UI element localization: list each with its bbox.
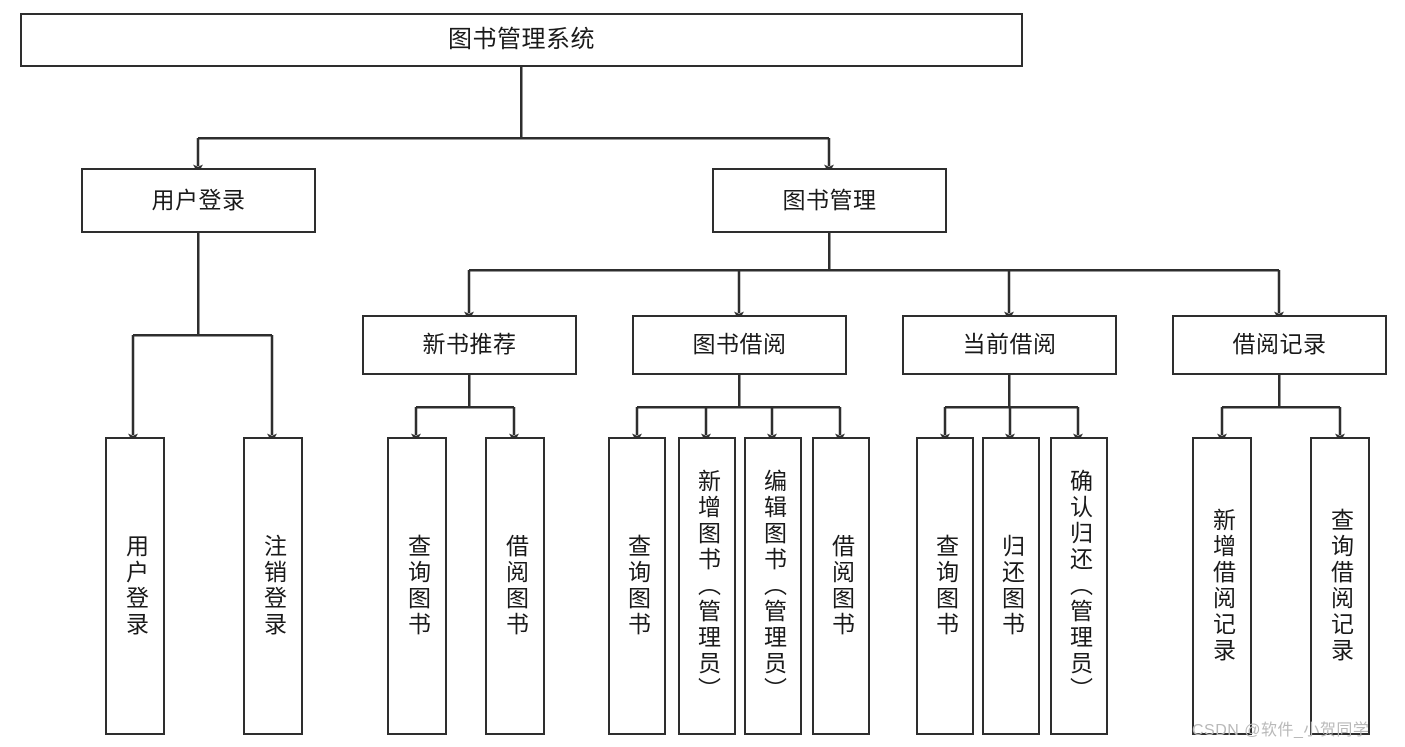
node-user-login: 用户登录: [81, 168, 316, 233]
node-label: 归还图书: [998, 534, 1025, 638]
node-leaf-cb-confirm: 确认归还（管理员）: [1050, 437, 1108, 735]
node-new-book-rec: 新书推荐: [362, 315, 577, 375]
node-label: 查询图书: [404, 534, 431, 638]
node-label: 查询图书: [624, 534, 651, 638]
node-label: 编辑图书（管理员）: [760, 469, 787, 703]
node-leaf-cb-query: 查询图书: [916, 437, 974, 735]
node-label: 确认归还（管理员）: [1066, 469, 1093, 703]
node-leaf-bb-query: 查询图书: [608, 437, 666, 735]
node-leaf-user-login: 用户登录: [105, 437, 165, 735]
node-label: 查询图书: [932, 534, 959, 638]
node-leaf-cb-return: 归还图书: [982, 437, 1040, 735]
node-current-borrow: 当前借阅: [902, 315, 1117, 375]
node-label: 用户登录: [151, 186, 246, 213]
node-label: 查询借阅记录: [1327, 508, 1354, 664]
node-leaf-br-query: 查询借阅记录: [1310, 437, 1370, 735]
node-label: 新书推荐: [422, 331, 517, 358]
node-label: 借阅图书: [828, 534, 855, 638]
node-label: 借阅记录: [1232, 331, 1327, 358]
node-leaf-bb-borrow: 借阅图书: [812, 437, 870, 735]
node-borrow-record: 借阅记录: [1172, 315, 1387, 375]
node-book-manage: 图书管理: [712, 168, 947, 233]
node-label: 当前借阅: [962, 331, 1057, 358]
node-label: 图书管理系统: [448, 25, 595, 53]
node-leaf-user-logout: 注销登录: [243, 437, 303, 735]
node-leaf-bb-add: 新增图书（管理员）: [678, 437, 736, 735]
node-label: 用户登录: [122, 534, 149, 638]
node-leaf-bb-edit: 编辑图书（管理员）: [744, 437, 802, 735]
node-label: 新增图书（管理员）: [694, 469, 721, 703]
node-book-borrow: 图书借阅: [632, 315, 847, 375]
node-label: 注销登录: [260, 534, 287, 638]
node-label: 图书管理: [782, 186, 877, 213]
node-label: 新增借阅记录: [1209, 508, 1236, 664]
watermark: CSDN @软件_小贺同学: [1192, 722, 1370, 739]
node-leaf-rec-query: 查询图书: [387, 437, 447, 735]
node-leaf-rec-borrow: 借阅图书: [485, 437, 545, 735]
node-label: 图书借阅: [692, 331, 787, 358]
node-root: 图书管理系统: [20, 13, 1023, 67]
node-leaf-br-add: 新增借阅记录: [1192, 437, 1252, 735]
node-label: 借阅图书: [502, 534, 529, 638]
